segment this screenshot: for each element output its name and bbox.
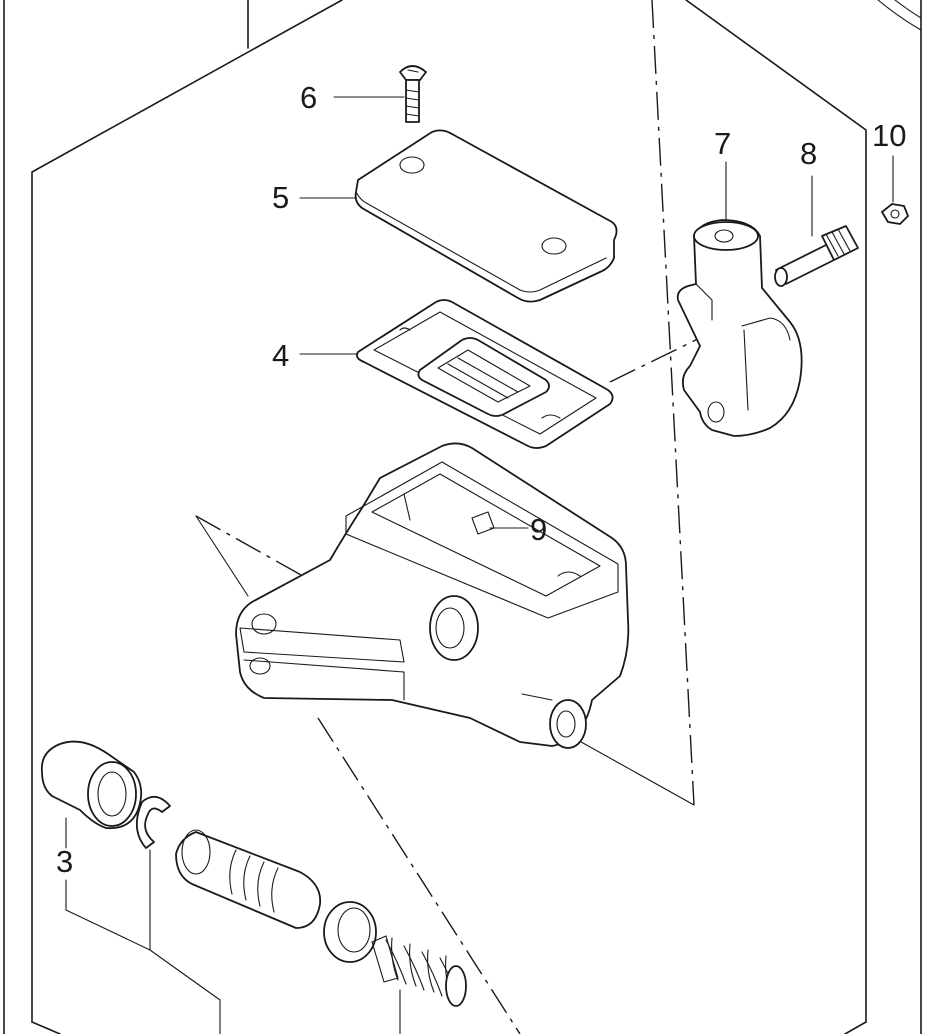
cylinder-body-part <box>235 442 630 749</box>
callout-3-label: 3 <box>56 844 73 879</box>
callout-6-label: 6 <box>300 80 317 115</box>
screw-part <box>399 65 427 123</box>
callout-4-label: 4 <box>272 338 289 373</box>
callout-labels: 3 4 5 6 7 8 9 10 <box>56 80 906 879</box>
reservoir-cap-part <box>354 129 618 303</box>
lever-bracket-part <box>676 219 803 437</box>
piston-kit-parts <box>40 740 467 1007</box>
callout-5-label: 5 <box>272 180 289 215</box>
callout-7-label: 7 <box>714 126 731 161</box>
callout-10-label: 10 <box>872 118 906 153</box>
frame-lines <box>3 0 922 1034</box>
nut-part <box>881 203 909 225</box>
leader-lines <box>65 96 894 1034</box>
pivot-bolt-part <box>774 225 859 287</box>
diaphragm-part <box>355 299 614 449</box>
callout-8-label: 8 <box>800 136 817 171</box>
callout-9-label: 9 <box>530 512 547 547</box>
assembly-boundary <box>31 0 867 1034</box>
